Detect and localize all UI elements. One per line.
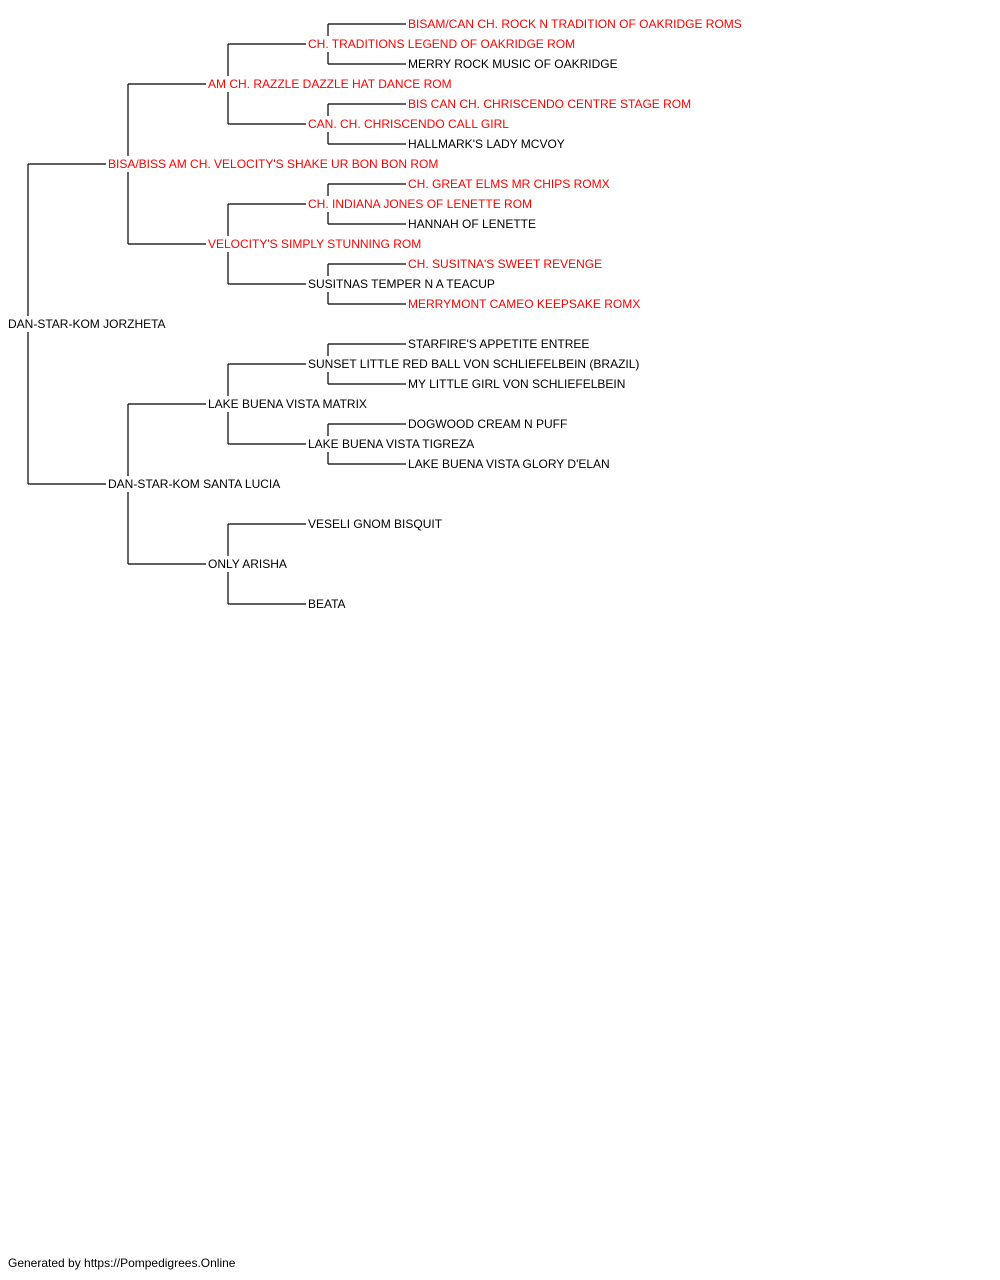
ancestor-name: HANNAH OF LENETTE (408, 217, 536, 231)
ancestor-name: SUSITNAS TEMPER N A TEACUP (308, 277, 495, 291)
ancestor-name: LAKE BUENA VISTA TIGREZA (308, 437, 474, 451)
ancestor-name: STARFIRE'S APPETITE ENTREE (408, 337, 589, 351)
ancestor-name: CAN. CH. CHRISCENDO CALL GIRL (308, 117, 509, 131)
ancestor-name: CH. GREAT ELMS MR CHIPS ROMX (408, 177, 610, 191)
ancestor-name: CH. INDIANA JONES OF LENETTE ROM (308, 197, 532, 211)
ancestor-name: BISAM/CAN CH. ROCK N TRADITION OF OAKRID… (408, 17, 742, 31)
ancestor-name: SUNSET LITTLE RED BALL VON SCHLIEFELBEIN… (308, 357, 639, 371)
ancestor-name: AM CH. RAZZLE DAZZLE HAT DANCE ROM (208, 77, 452, 91)
footer-credit: Generated by https://Pompedigrees.Online (8, 1256, 236, 1270)
ancestor-name: BEATA (308, 597, 346, 611)
ancestor-name: ONLY ARISHA (208, 557, 287, 571)
ancestor-name: MERRYMONT CAMEO KEEPSAKE ROMX (408, 297, 640, 311)
subject-dog-name: DAN-STAR-KOM JORZHETA (8, 317, 166, 331)
ancestor-name: VESELI GNOM BISQUIT (308, 517, 443, 531)
ancestor-name: LAKE BUENA VISTA GLORY D'ELAN (408, 457, 610, 471)
ancestor-name: VELOCITY'S SIMPLY STUNNING ROM (208, 237, 421, 251)
ancestor-name: BISA/BISS AM CH. VELOCITY'S SHAKE UR BON… (108, 157, 438, 171)
ancestor-name: HALLMARK'S LADY MCVOY (408, 137, 565, 151)
ancestor-name: MY LITTLE GIRL VON SCHLIEFELBEIN (408, 377, 625, 391)
ancestor-name: DOGWOOD CREAM N PUFF (408, 417, 567, 431)
ancestor-name: DAN-STAR-KOM SANTA LUCIA (108, 477, 280, 491)
ancestor-name: LAKE BUENA VISTA MATRIX (208, 397, 367, 411)
ancestor-name: MERRY ROCK MUSIC OF OAKRIDGE (408, 57, 618, 71)
ancestor-name: BIS CAN CH. CHRISCENDO CENTRE STAGE ROM (408, 97, 691, 111)
ancestor-name: CH. SUSITNA'S SWEET REVENGE (408, 257, 602, 271)
ancestor-name: CH. TRADITIONS LEGEND OF OAKRIDGE ROM (308, 37, 575, 51)
